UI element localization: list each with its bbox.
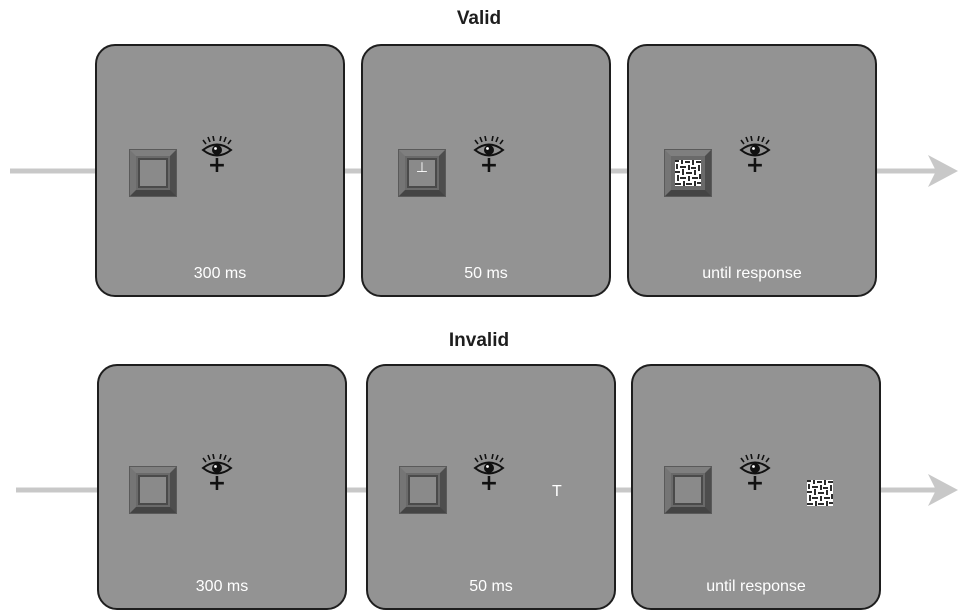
fixation: + [197, 136, 237, 178]
trial-panel-valid-target: ⊥ + 50 ms [361, 44, 611, 297]
placeholder-box [130, 150, 176, 196]
pattern-mask [675, 160, 701, 186]
fixation-cross: + [479, 153, 499, 178]
fixation-cross: + [207, 153, 227, 178]
eye-icon [201, 454, 233, 475]
trial-panel-invalid-mask: + until response [631, 364, 881, 610]
eye-icon [473, 136, 505, 157]
duration-label: 50 ms [464, 265, 508, 282]
placeholder-box [665, 150, 711, 196]
fixation: + [735, 454, 775, 496]
placeholder-box: ⊥ [399, 150, 445, 196]
duration-label: until response [706, 578, 806, 595]
peripheral-target-letter: T [552, 483, 562, 500]
fixation-cross: + [207, 471, 227, 496]
row-title-invalid: Invalid [448, 330, 510, 351]
eye-icon [201, 136, 233, 157]
trial-panel-valid-mask: + until response [627, 44, 877, 297]
fixation: + [197, 454, 237, 496]
duration-label: 300 ms [195, 578, 249, 595]
trial-panel-invalid-target: + T 50 ms [366, 364, 616, 610]
fixation: + [469, 454, 509, 496]
row-title-valid: Valid [456, 8, 502, 29]
placeholder-box [400, 467, 446, 513]
fixation-cross: + [745, 153, 765, 178]
duration-label: 300 ms [193, 265, 247, 282]
duration-label: until response [702, 265, 802, 282]
placeholder-box [130, 467, 176, 513]
fixation: + [735, 136, 775, 178]
eye-icon [473, 454, 505, 475]
eye-icon [739, 136, 771, 157]
eye-icon [739, 454, 771, 475]
trial-panel-invalid-cue: + 300 ms [97, 364, 347, 610]
fixation-cross: + [479, 471, 499, 496]
placeholder-box [665, 467, 711, 513]
fixation-cross: + [745, 471, 765, 496]
trial-panel-valid-cue: + 300 ms [95, 44, 345, 297]
duration-label: 50 ms [469, 578, 513, 595]
target-letter: ⊥ [415, 159, 429, 175]
pattern-mask [807, 480, 833, 506]
fixation: + [469, 136, 509, 178]
